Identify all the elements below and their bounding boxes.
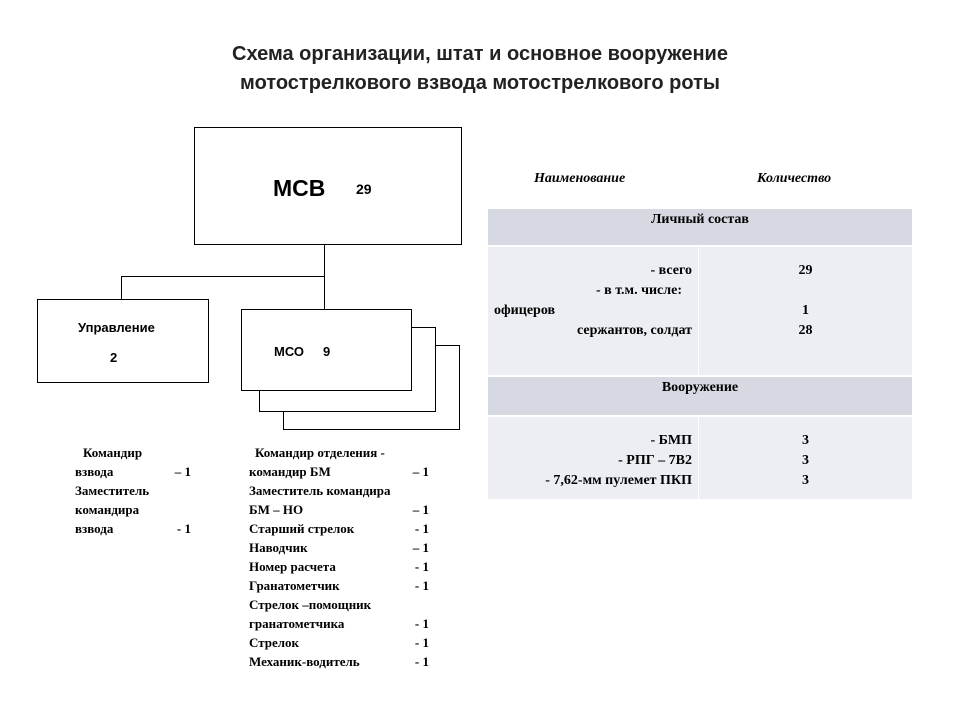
cell-value: 3 bbox=[802, 433, 809, 448]
slide-title: Схема организации, штат и основное воору… bbox=[0, 40, 960, 98]
cell-name: - в т.м. числе: bbox=[596, 283, 682, 298]
cell-name: - 7,62-мм пулемет ПКП bbox=[545, 473, 692, 488]
roster-item: Стрелок- 1 bbox=[249, 635, 429, 650]
cell-name: - БМП bbox=[650, 433, 692, 448]
platoon-count: 29 bbox=[356, 181, 372, 197]
table-row-armament: - БМП - РПГ – 7В2 - 7,62-мм пулемет ПКП … bbox=[488, 415, 912, 501]
roster-item: гранатометчика- 1 bbox=[249, 616, 429, 631]
squad-name: МСО bbox=[274, 344, 305, 359]
squad-box: МСО 9 bbox=[241, 309, 412, 391]
cell-name: - РПГ – 7В2 bbox=[618, 453, 692, 468]
composition-table: Личный состав - всего - в т.м. числе: оф… bbox=[488, 209, 912, 501]
section-header-armament: Вооружение bbox=[488, 377, 912, 415]
cell-name: сержантов, солдат bbox=[577, 323, 692, 338]
roster-item: Заместитель bbox=[75, 483, 150, 498]
section-header-personnel: Личный состав bbox=[488, 209, 912, 245]
roster-item: Старший стрелок- 1 bbox=[249, 521, 429, 536]
personnel-names: - всего - в т.м. числе: офицеров сержант… bbox=[488, 247, 699, 375]
roster-item: Гранатометчик- 1 bbox=[249, 578, 429, 593]
squad-count: 9 bbox=[323, 344, 331, 359]
cell-value: 29 bbox=[798, 263, 813, 278]
table-header-quantity: Количество bbox=[757, 171, 832, 186]
roster-item: Командир bbox=[83, 445, 143, 460]
connector-horizontal bbox=[121, 276, 325, 277]
cell-value bbox=[699, 281, 912, 301]
armament-values: 3 3 3 bbox=[699, 417, 912, 499]
platoon-name: МСВ bbox=[273, 175, 326, 201]
command-name: Управление bbox=[78, 320, 155, 335]
roster-item: Стрелок –помощник bbox=[249, 597, 372, 612]
cell-value: 3 bbox=[802, 453, 809, 468]
roster-item: взвода- 1 bbox=[75, 521, 191, 536]
command-box: Управление 2 bbox=[37, 299, 209, 383]
command-count: 2 bbox=[110, 350, 118, 365]
cell-value: 3 bbox=[802, 473, 809, 488]
cell-value: 1 bbox=[802, 303, 809, 318]
roster-item: командира bbox=[75, 502, 140, 517]
roster-item: Заместитель командира bbox=[249, 483, 391, 498]
roster-item: Номер расчета- 1 bbox=[249, 559, 429, 574]
platoon-box: МСВ 29 bbox=[194, 127, 462, 245]
connector-vertical-main bbox=[324, 245, 325, 277]
cell-name: - всего bbox=[650, 263, 692, 278]
roster-item: БМ – НО– 1 bbox=[249, 502, 429, 517]
roster-item: взвода– 1 bbox=[75, 464, 191, 479]
connector-to-squad bbox=[324, 276, 325, 310]
armament-names: - БМП - РПГ – 7В2 - 7,62-мм пулемет ПКП bbox=[488, 417, 699, 499]
cell-value: 28 bbox=[798, 323, 813, 338]
squad-roster: Командир отделения - командир БМ– 1 Заме… bbox=[249, 443, 429, 671]
command-roster: Командир взвода– 1 Заместитель командира… bbox=[75, 443, 191, 538]
cell-name: офицеров bbox=[494, 303, 556, 318]
roster-item: Механик-водитель- 1 bbox=[249, 654, 429, 669]
roster-item: командир БМ– 1 bbox=[249, 464, 429, 479]
title-line-2: мотострелкового взвода мотострелкового р… bbox=[240, 72, 720, 94]
personnel-values: 29 1 28 bbox=[699, 247, 912, 375]
connector-to-command bbox=[121, 276, 122, 300]
title-line-1: Схема организации, штат и основное воору… bbox=[232, 43, 728, 65]
roster-item: Наводчик– 1 bbox=[249, 540, 429, 555]
table-row-personnel: - всего - в т.м. числе: офицеров сержант… bbox=[488, 245, 912, 377]
table-header-name: Наименование bbox=[534, 171, 626, 186]
roster-item: Командир отделения - bbox=[255, 445, 385, 460]
